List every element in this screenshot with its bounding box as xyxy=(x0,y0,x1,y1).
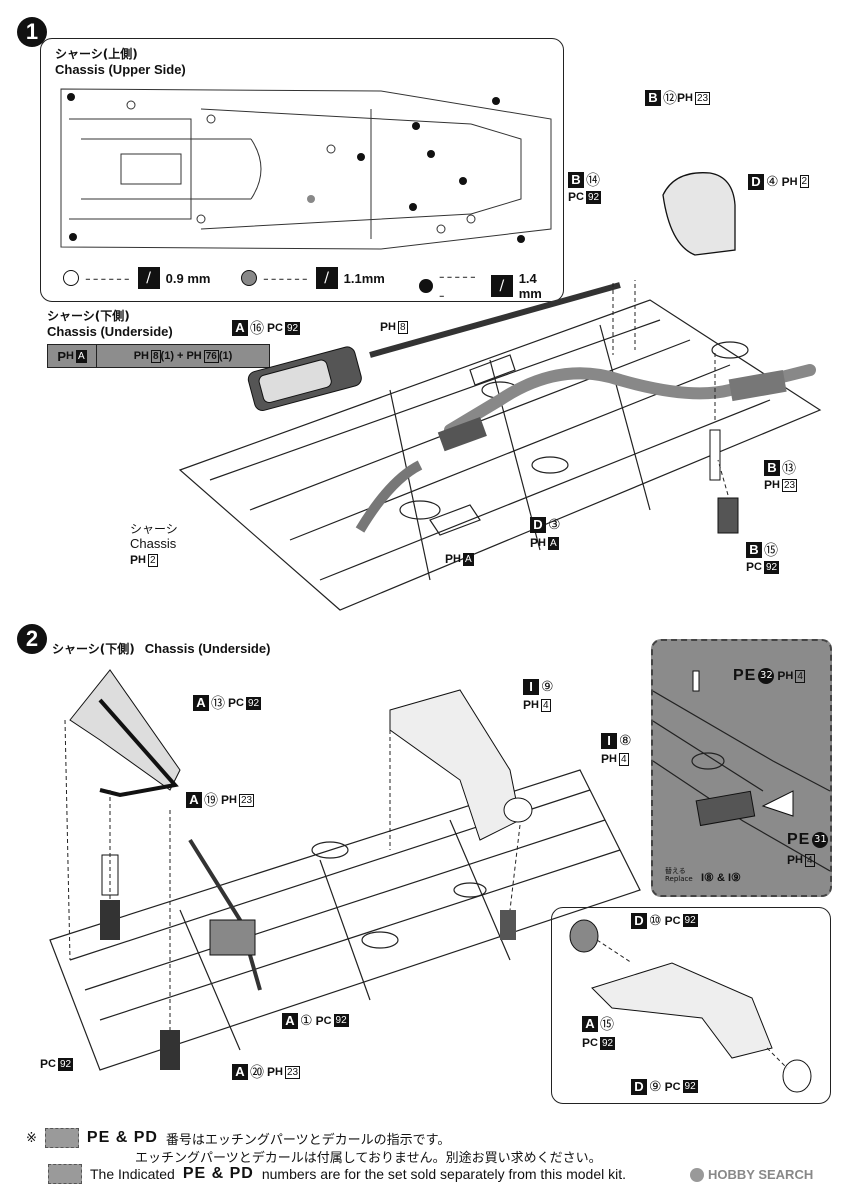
step2-title: シャーシ(下側) Chassis (Underside) xyxy=(52,641,271,656)
legend-14: ------ / 1.4 mm xyxy=(419,267,563,305)
callout-d3: D ③ xyxy=(530,516,561,533)
step-number-2: 2 xyxy=(17,624,47,654)
upper-side-inset: シャーシ(上側) Chassis (Upper Side) ------ xyxy=(40,38,564,305)
legend-11: ------ / 1.1mm xyxy=(241,267,385,289)
inset-title-jp: シャーシ(上側) xyxy=(55,47,138,61)
hole-open-icon xyxy=(63,270,79,286)
watermark: HOBBY SEARCH xyxy=(690,1167,813,1182)
inset-title-en: Chassis (Upper Side) xyxy=(55,62,186,77)
drill-icon: / xyxy=(490,275,513,297)
drill-icon: / xyxy=(315,267,338,289)
hole-filled-icon xyxy=(419,279,433,293)
hobby-search-logo-icon xyxy=(690,1167,704,1182)
gray-swatch xyxy=(44,1128,79,1148)
callout-i8: I ⑧ xyxy=(601,732,632,749)
chassis-label-en: Chassis xyxy=(130,536,177,551)
chassis-label-jp: シャーシ xyxy=(130,522,178,536)
underside-title-jp: シャーシ(下側) xyxy=(47,309,130,323)
step-number-1: 1 xyxy=(17,17,47,47)
callout-b15: B ⑮ xyxy=(746,540,778,560)
callout-b14: B ⑭ xyxy=(568,170,600,190)
callout-a15: A ⑮ xyxy=(582,1014,614,1034)
footer-line3: The Indicated PE & PD numbers are for th… xyxy=(48,1164,626,1184)
chassis-underside-drawing xyxy=(178,280,822,611)
gray-swatch xyxy=(48,1164,82,1184)
underside-title-en: Chassis (Underside) xyxy=(47,324,173,339)
hole-gray-icon xyxy=(241,270,257,286)
dust-cover-part xyxy=(662,172,736,256)
callout-pe31: PE 31 xyxy=(787,831,829,848)
drill-icon: / xyxy=(137,267,160,289)
legend-09: ------ / 0.9 mm xyxy=(63,267,210,289)
callout-b13: B ⑬ xyxy=(764,458,796,478)
replace-note: 替える Replace xyxy=(665,867,693,883)
footer-line2: エッチングパーツとデカールは付属しておりません。別途お買い求めください。 xyxy=(135,1151,602,1166)
suspension-assembly-drawing xyxy=(49,669,641,1071)
replace-parts: I⑧ & I⑨ xyxy=(701,872,741,884)
callout-i9: I ⑨ xyxy=(523,678,554,695)
chassis-upper-drawing xyxy=(60,88,552,250)
footer-line1: ※ PE & PD 番号はエッチングパーツとデカールの指示です。 xyxy=(26,1128,451,1148)
